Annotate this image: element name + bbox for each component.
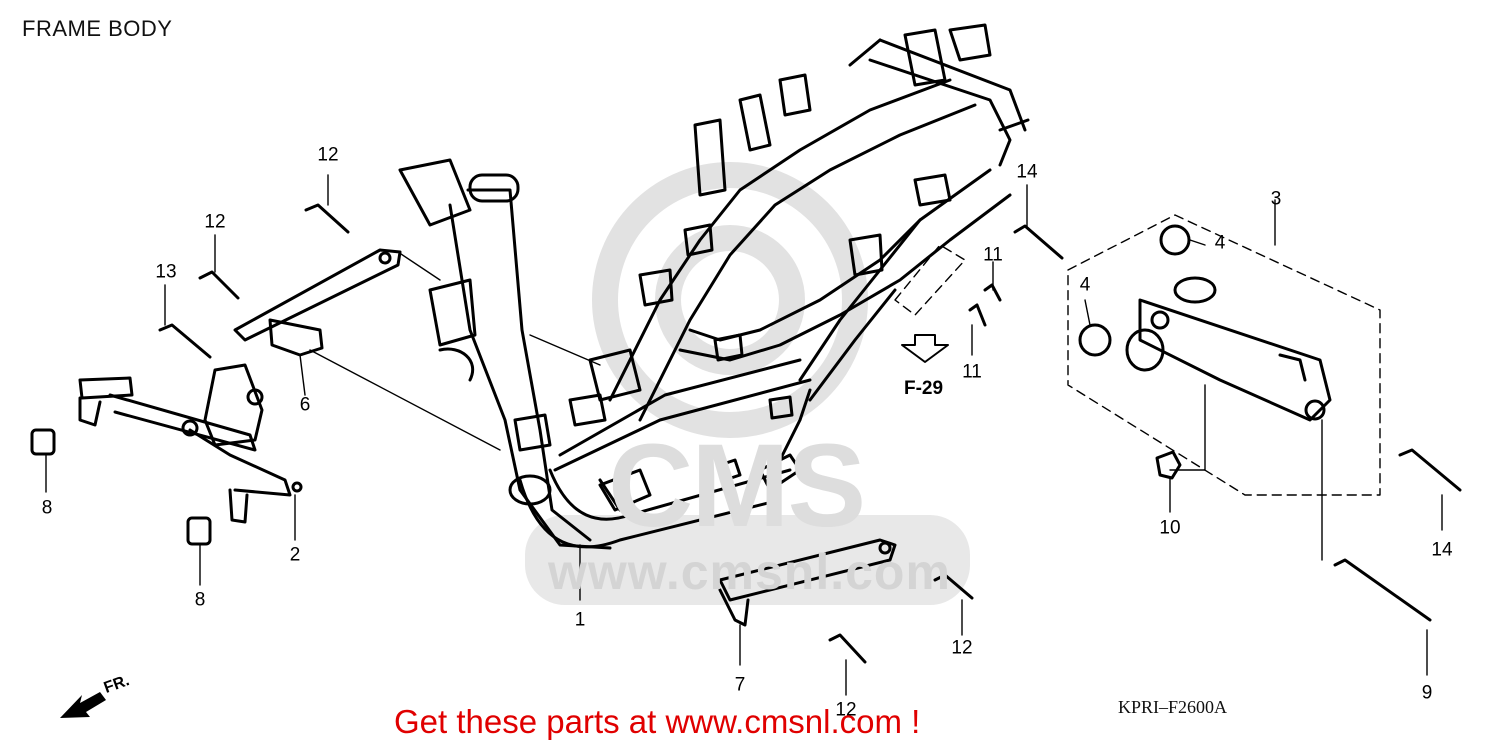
- watermark-logo-text: CMS: [608, 420, 866, 552]
- front-direction-arrow: [60, 692, 106, 718]
- frame-body-part-1: [398, 23, 1030, 550]
- callout-10: 10: [1159, 517, 1181, 539]
- callout-8b: 8: [194, 589, 206, 611]
- callout-6: 6: [299, 394, 311, 416]
- callout-14b: 14: [1431, 539, 1453, 561]
- callout-12b: 12: [204, 211, 226, 233]
- reference-label: F-29: [904, 378, 944, 399]
- nut-part-10: [1155, 450, 1182, 480]
- rubber-part-8: [30, 428, 212, 546]
- watermark-url: www.cmsnl.com: [548, 544, 951, 600]
- assembly-group-box: [894, 214, 1381, 496]
- callout-12c: 12: [951, 637, 973, 659]
- callout-7: 7: [734, 674, 746, 696]
- stand-bracket-part-2: [78, 363, 303, 524]
- callout-14a: 14: [1016, 161, 1038, 183]
- engine-hanger-part-3: [1078, 224, 1332, 422]
- callout-11b: 11: [962, 361, 982, 383]
- callout-12d: 12: [835, 699, 857, 721]
- stay-part-7: [718, 538, 897, 627]
- callout-12a: 12: [317, 144, 339, 166]
- reference-arrow: [901, 334, 949, 363]
- figure-code: KPRI–F2600A: [1118, 697, 1228, 717]
- callout-3: 3: [1270, 188, 1282, 210]
- callout-8a: 8: [41, 497, 53, 519]
- callout-4a: 4: [1214, 232, 1226, 254]
- callout-9: 9: [1421, 682, 1433, 704]
- stay-part-6: [233, 248, 402, 357]
- callout-1: 1: [574, 609, 586, 631]
- promo-link[interactable]: Get these parts at www.cmsnl.com !: [394, 703, 921, 740]
- page-title: FRAME BODY: [22, 16, 173, 41]
- callout-4b: 4: [1079, 274, 1091, 296]
- callout-13: 13: [155, 261, 177, 283]
- bolts: [158, 203, 1462, 664]
- callout-2: 2: [289, 544, 301, 566]
- callout-11a: 11: [983, 244, 1003, 266]
